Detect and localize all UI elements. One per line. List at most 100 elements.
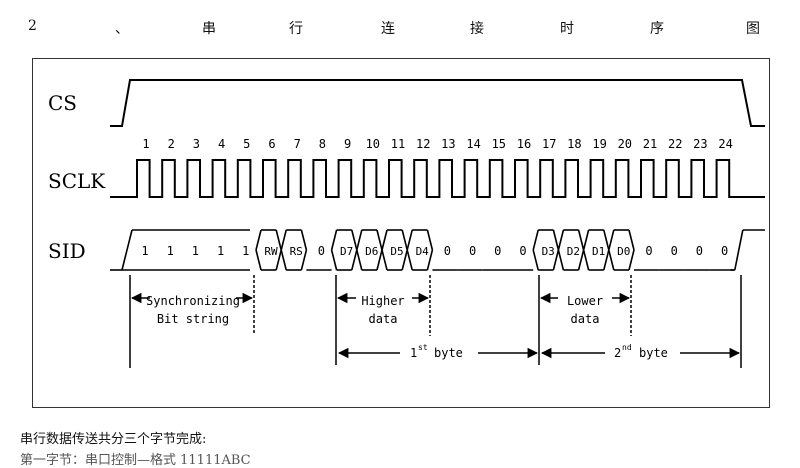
sid-bit: D3 (542, 245, 555, 258)
sid-bit: 1 (141, 244, 148, 258)
sid-bit: 1 (192, 244, 199, 258)
clock-number: 16 (517, 137, 531, 151)
heading-char: 连 (381, 21, 395, 37)
clock-number: 18 (567, 137, 581, 151)
section-heading: 2 、 串 行 连 接 时 序 图 (0, 18, 800, 42)
heading-char: 序 (650, 21, 664, 37)
cs-waveform (110, 79, 765, 127)
sid-bit: D7 (340, 245, 353, 258)
higher-label-line2: data (369, 312, 398, 326)
clock-number: 8 (319, 137, 326, 151)
clock-number: 17 (542, 137, 556, 151)
lower-label-line1: Lower (567, 294, 603, 308)
sid-trace-segment (552, 249, 560, 271)
clock-number: 19 (592, 137, 606, 151)
sid-trace-segment (401, 249, 408, 271)
sid-trace-segment (426, 249, 434, 271)
sid-trace-segment (532, 249, 539, 271)
sid-trace-segment (280, 229, 287, 251)
byte2-num: 2 (614, 346, 621, 360)
sclk-waveform (110, 159, 765, 198)
clock-number: 20 (618, 137, 632, 151)
sid-trace-segment (300, 249, 308, 271)
sid-bit: 0 (469, 244, 476, 258)
sid-trace-segment (628, 249, 635, 271)
byte1-num: 1 (410, 346, 417, 360)
sid-label: SID (48, 239, 86, 263)
sid-trace-segment (300, 229, 308, 251)
sync-label-line1: Synchronizing (146, 294, 240, 308)
lower-label-line2: data (571, 312, 600, 326)
sid-trace-segment (356, 249, 363, 271)
clock-number: 14 (466, 137, 480, 151)
sid-trace-segment (426, 229, 434, 251)
heading-char: 、 (115, 21, 129, 37)
sid-trace-segment (330, 249, 338, 271)
sid-trace-segment (557, 229, 565, 251)
sid-trace-segment (255, 229, 262, 251)
sid-trace-segment (603, 229, 610, 251)
clock-number: 21 (643, 137, 657, 151)
byte2-sup: nd (622, 343, 632, 352)
higher-label-line1: Higher (361, 294, 404, 308)
sid-trace-segment (406, 229, 413, 251)
caption-text: 串行数据传送共分三个字节完成: (20, 432, 207, 447)
sid-bit: 1 (242, 244, 249, 258)
sid-trace-segment (577, 229, 585, 251)
sid-bit: D5 (390, 245, 403, 258)
heading-char: 图 (746, 21, 760, 37)
sid-trace-segment (582, 249, 590, 271)
sid-bit: D0 (617, 245, 630, 258)
byte1-word: byte (434, 346, 463, 360)
sid-trace-segment (557, 249, 565, 271)
sid-trace-segment (275, 249, 282, 271)
heading-char: 串 (202, 21, 216, 37)
sid-bit: D2 (567, 245, 580, 258)
sid-trace-segment (376, 229, 383, 251)
heading-char: 接 (470, 21, 484, 37)
sid-bit: 1 (217, 244, 224, 258)
sid-trace-segment (351, 249, 358, 271)
sid-bit: 0 (671, 244, 678, 258)
sid-bit: RW (264, 245, 278, 258)
sid-trace-segment (376, 249, 383, 271)
byte2-word: byte (639, 346, 668, 360)
clock-number: 24 (718, 137, 732, 151)
clock-number: 13 (441, 137, 455, 151)
sid-trace-segment (734, 229, 744, 271)
clock-number: 9 (344, 137, 351, 151)
sid-trace-segment (628, 229, 635, 251)
clock-number: 10 (366, 137, 380, 151)
clock-number: 11 (391, 137, 405, 151)
sid-bit: RS (290, 245, 303, 258)
sid-trace-segment (582, 229, 590, 251)
sid-trace-segment (608, 249, 615, 271)
sid-bit: 0 (696, 244, 703, 258)
sid-trace-segment (552, 229, 560, 251)
sid-trace-segment (603, 249, 610, 271)
clock-number: 12 (416, 137, 430, 151)
clock-number: 3 (193, 137, 200, 151)
sid-trace-segment (381, 249, 388, 271)
sid-bit: 0 (721, 244, 728, 258)
sid-trace-segment (121, 229, 133, 271)
sid-trace-segment (275, 229, 282, 251)
sid-trace-segment (406, 249, 413, 271)
timing-diagram-frame (32, 58, 770, 408)
sid-trace-segment (280, 249, 287, 271)
clock-number: 22 (668, 137, 682, 151)
sid-bit: 1 (167, 244, 174, 258)
sid-trace-segment (401, 229, 408, 251)
heading-char: 2 (28, 18, 37, 34)
sclk-label: SCLK (48, 169, 106, 193)
sid-bit: 0 (645, 244, 652, 258)
sid-trace-segment (255, 249, 262, 271)
sid-bit: 0 (494, 244, 501, 258)
clock-number: 7 (294, 137, 301, 151)
sid-trace-segment (330, 229, 338, 251)
clock-number: 5 (243, 137, 250, 151)
sid-waveform (110, 229, 765, 271)
